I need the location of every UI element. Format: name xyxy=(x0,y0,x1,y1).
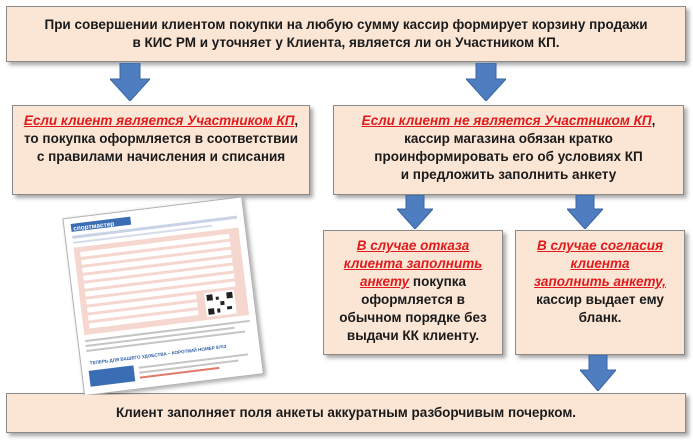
non-member-branch-box: Если клиент не является Участником КП, к… xyxy=(333,105,684,195)
consent-condition-line-2: клиента xyxy=(524,255,676,273)
member-condition-line: Если клиент является Участником КП, xyxy=(23,113,299,128)
top-step-box: При совершении клиентом покупки на любую… xyxy=(6,6,686,62)
member-line-1: то покупка оформляется в соответствии xyxy=(23,131,299,146)
refusal-text-4: выдачи КК клиенту. xyxy=(346,328,480,343)
arrow-down-icon xyxy=(397,195,433,229)
bottom-step-text: Клиент заполняет поля анкеты аккуратным … xyxy=(115,405,577,420)
arrow-down-icon xyxy=(110,63,150,101)
questionnaire-form-image: спортмастер xyxy=(62,196,264,395)
member-condition: Если клиент является Участником КП xyxy=(23,113,295,128)
non-member-condition-line: Если клиент не является Участником КП, xyxy=(361,113,656,128)
consent-condition-line-1: В случае согласия xyxy=(524,237,676,255)
consent-text-2: бланк. xyxy=(578,310,622,325)
form-brand-text: спортмастер xyxy=(73,221,115,233)
consent-branch-box: В случае согласия клиента заполнить анке… xyxy=(515,230,685,355)
non-member-line-3: и предложить заполнить анкету xyxy=(400,167,617,182)
refusal-condition-line-1: В случае отказа xyxy=(332,237,494,255)
refusal-branch-box: В случае отказа клиента заполнить анкету… xyxy=(323,230,503,355)
consent-condition-line-3: заполнить анкету, xyxy=(524,273,676,291)
arrow-down-icon xyxy=(580,355,616,391)
refusal-condition-line-3: анкету покупка xyxy=(332,273,494,291)
consent-condition-2: клиента xyxy=(570,256,630,271)
refusal-condition-1: В случае отказа xyxy=(356,238,470,253)
refusal-text-1: покупка xyxy=(409,274,467,289)
member-branch-box: Если клиент является Участником КП, то п… xyxy=(12,105,310,195)
top-step-line-1: При совершении клиентом покупки на любую… xyxy=(44,17,648,32)
refusal-text-3: обычном порядке без xyxy=(339,310,487,325)
non-member-line-2: проинформировать его об условиях КП xyxy=(374,149,643,164)
consent-condition-1: В случае согласия xyxy=(537,238,663,253)
top-step-line-2: в КИС РМ и уточняет у Клиента, является … xyxy=(132,35,560,50)
arrow-down-icon xyxy=(466,63,506,101)
refusal-condition-2: клиента заполнить xyxy=(343,256,483,271)
refusal-text-2: оформляется в xyxy=(361,292,465,307)
non-member-condition: Если клиент не является Участником КП xyxy=(361,113,652,128)
refusal-condition-line-2: клиента заполнить xyxy=(332,255,494,273)
non-member-line-1: кассир магазина обязан кратко xyxy=(404,131,613,146)
arrow-down-icon xyxy=(567,195,603,229)
consent-condition-3: заполнить анкету, xyxy=(534,274,666,289)
member-line-2: с правилами начисления и списания xyxy=(36,149,286,164)
consent-text-1: кассир выдает ему xyxy=(536,292,664,307)
bottom-step-box: Клиент заполняет поля анкеты аккуратным … xyxy=(6,393,686,433)
refusal-condition-3: анкету xyxy=(359,274,410,289)
